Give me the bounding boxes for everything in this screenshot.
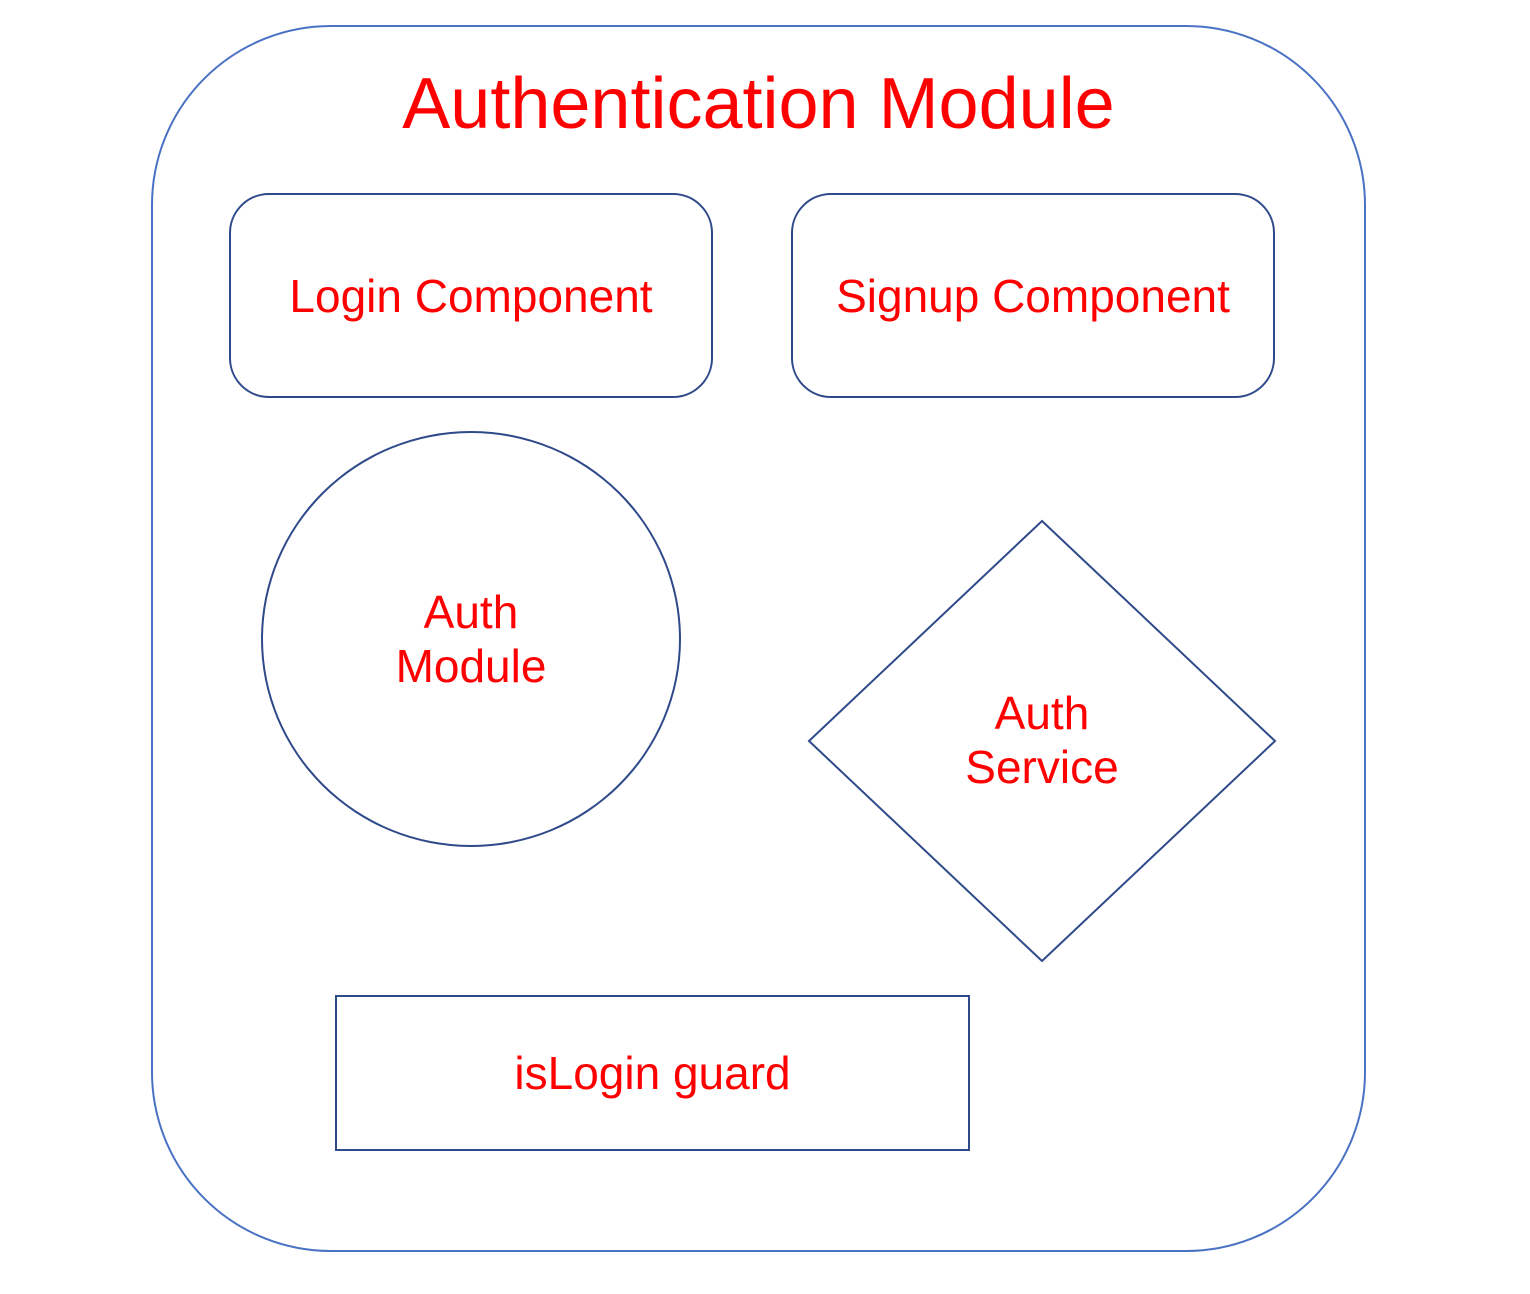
- auth-module-label-line2: Module: [395, 640, 547, 692]
- login-component-label: Login Component: [289, 269, 653, 322]
- diagram-title: Authentication Module: [402, 64, 1115, 144]
- auth-module-node: Auth Module: [261, 431, 681, 847]
- auth-service-label: Auth Service: [858, 686, 1226, 794]
- auth-service-diamond-shape: [807, 519, 1277, 963]
- auth-service-label-line2: Service: [965, 741, 1119, 793]
- islogin-guard-label: isLogin guard: [514, 1047, 791, 1099]
- signup-component-label: Signup Component: [836, 269, 1230, 322]
- auth-service-node: [807, 519, 1277, 963]
- signup-component-node: Signup Component: [791, 193, 1275, 398]
- auth-service-label-line1: Auth: [994, 687, 1090, 739]
- auth-module-label-line1: Auth: [423, 586, 519, 638]
- login-component-node: Login Component: [229, 193, 713, 398]
- islogin-guard-node: isLogin guard: [335, 995, 970, 1151]
- auth-module-label: Auth Module: [396, 585, 547, 693]
- authentication-module-container: [151, 25, 1366, 1252]
